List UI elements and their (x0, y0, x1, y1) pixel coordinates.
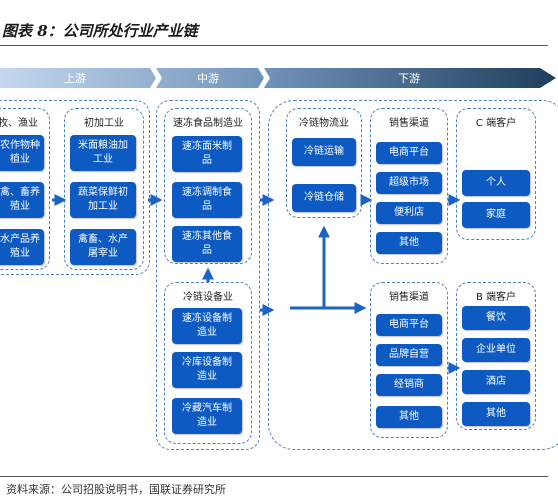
node-cold-chain-transport: 冷链运输 (292, 138, 356, 166)
node-b-distributor: 经销商 (376, 374, 442, 396)
group-processing-title: 初加工业 (84, 118, 124, 129)
stage-downstream: 下游 (398, 72, 420, 85)
node-cold-storage-equipment: 冷库设备制造业 (172, 352, 242, 388)
source-note: 资料来源：公司招股说明书，国联证券研究所 (6, 483, 226, 496)
node-slaughter: 禽畜、水产屠宰业 (70, 229, 136, 265)
group-sales-b-title: 销售渠道 (389, 292, 429, 303)
footer-rule (0, 476, 548, 477)
node-hotel: 酒店 (462, 370, 530, 394)
node-b-other: 其他 (376, 406, 442, 428)
node-enterprise: 企业单位 (462, 338, 530, 362)
node-frozen-noodle-rice: 速冻面米制品 (172, 136, 242, 172)
group-equipment-title: 冷链设备业 (183, 292, 233, 303)
group-food-mfg-title: 速冻食品制造业 (173, 118, 243, 129)
stage-band (0, 68, 556, 88)
node-crop-farming: 农作物种植业 (0, 135, 44, 171)
group-farming-title: 牧、渔业 (0, 118, 38, 129)
node-vegetable-preservation: 蔬菜保鲜初加工业 (70, 182, 136, 218)
node-grain-oil: 米面粮油加工业 (70, 135, 136, 171)
node-c-convenience-store: 便利店 (376, 202, 442, 224)
node-aquaculture: 水产品养殖业 (0, 229, 44, 265)
node-livestock: 禽、畜养殖业 (0, 182, 44, 218)
stage-upstream: 上游 (64, 72, 86, 85)
group-logistics-title: 冷链物流业 (299, 118, 349, 129)
stage-midstream: 中游 (197, 72, 219, 85)
title-rule (0, 45, 548, 46)
node-frozen-other: 速冻其他食品 (172, 226, 242, 262)
node-refrigerated-truck: 冷藏汽车制造业 (172, 398, 242, 434)
group-customers-b-title: B 端客户 (475, 292, 517, 303)
node-household: 家庭 (462, 202, 530, 228)
node-b-ecommerce: 电商平台 (376, 314, 442, 336)
node-c-ecommerce: 电商平台 (376, 142, 442, 164)
group-customers-c-title: C 端客户 (475, 118, 517, 129)
node-c-other: 其他 (376, 232, 442, 254)
node-cold-chain-storage: 冷链仓储 (292, 184, 356, 212)
node-c-supermarket: 超级市场 (376, 172, 442, 194)
group-sales-c-title: 销售渠道 (389, 118, 429, 129)
node-catering: 餐饮 (462, 306, 530, 330)
node-b-customer-other: 其他 (462, 402, 530, 426)
node-frozen-prepared: 速冻调制食品 (172, 182, 242, 218)
node-b-brand-self: 品牌自营 (376, 344, 442, 366)
figure-title: 图表 8：公司所处行业产业链 (2, 22, 198, 40)
node-freezing-equipment: 速冻设备制造业 (172, 308, 242, 344)
node-individual: 个人 (462, 170, 530, 196)
